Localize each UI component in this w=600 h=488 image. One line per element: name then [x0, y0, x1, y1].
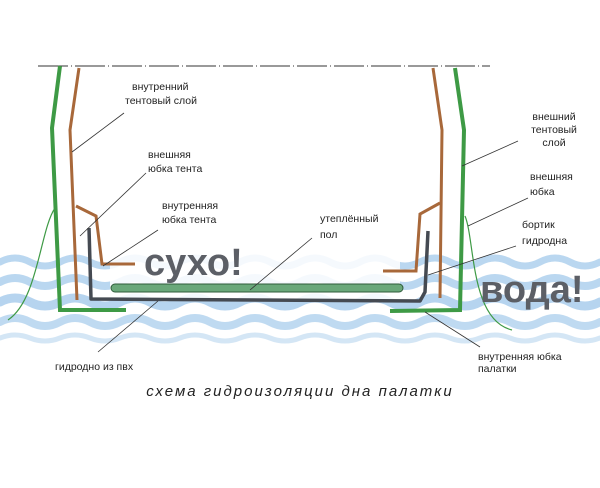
pvc-floor	[87, 227, 430, 303]
label-inner-tent-layer: внутренний тентовый слой	[125, 81, 197, 107]
svg-text:палатки: палатки	[478, 363, 517, 375]
svg-text:внешняя: внешняя	[148, 149, 191, 161]
svg-text:тентовый слой: тентовый слой	[125, 95, 197, 107]
label-inner-tent-skirt: внутренняя юбка тента	[162, 200, 218, 226]
label-outer-tent-skirt: внешняя юбка тента	[148, 149, 202, 175]
right-outer-tent-layer	[389, 67, 467, 313]
svg-text:пол: пол	[320, 229, 337, 241]
left-outer-skirt	[7, 207, 56, 321]
svg-text:внутренняя юбка: внутренняя юбка	[478, 351, 562, 363]
svg-text:тентовый: тентовый	[531, 124, 577, 136]
right-outer-skirt	[464, 215, 513, 331]
right-inner-skirt	[383, 201, 441, 273]
svg-text:юбка тента: юбка тента	[148, 163, 202, 175]
label-pvc-floor: гидродно из пвх	[55, 361, 134, 373]
left-inner-skirt	[75, 204, 135, 266]
svg-text:юбка тента: юбка тента	[162, 214, 216, 226]
svg-text:внутренняя: внутренняя	[162, 200, 218, 212]
svg-text:юбка: юбка	[530, 186, 555, 198]
svg-text:слой: слой	[542, 137, 565, 149]
label-outer-skirt: внешняя юбка	[530, 171, 573, 198]
svg-text:утеплённый: утеплённый	[320, 213, 379, 225]
dry-text: сухо!	[144, 242, 243, 284]
left-outer-tent-layer	[49, 65, 126, 312]
svg-text:внутренний: внутренний	[132, 81, 189, 93]
left-inner-tent-layer	[68, 67, 81, 301]
label-insulated-floor: утеплённый пол	[320, 213, 379, 241]
svg-text:бортик: бортик	[522, 219, 555, 231]
label-floor-rim: бортик гидродна	[522, 219, 567, 247]
water-text: вода!	[480, 269, 583, 311]
diagram-caption: схема гидроизоляции дна палатки	[146, 383, 453, 400]
insulated-floor-pad	[110, 283, 404, 293]
label-inner-tent-skirt-bottom: внутренняя юбка палатки	[478, 351, 562, 375]
svg-text:внешний: внешний	[532, 111, 575, 123]
label-outer-tent-layer: внешний тентовый слой	[531, 111, 577, 149]
svg-text:внешняя: внешняя	[530, 171, 573, 183]
right-inner-tent-layer	[431, 67, 444, 299]
leader-lines	[71, 112, 529, 353]
svg-text:гидродна: гидродна	[522, 235, 567, 247]
